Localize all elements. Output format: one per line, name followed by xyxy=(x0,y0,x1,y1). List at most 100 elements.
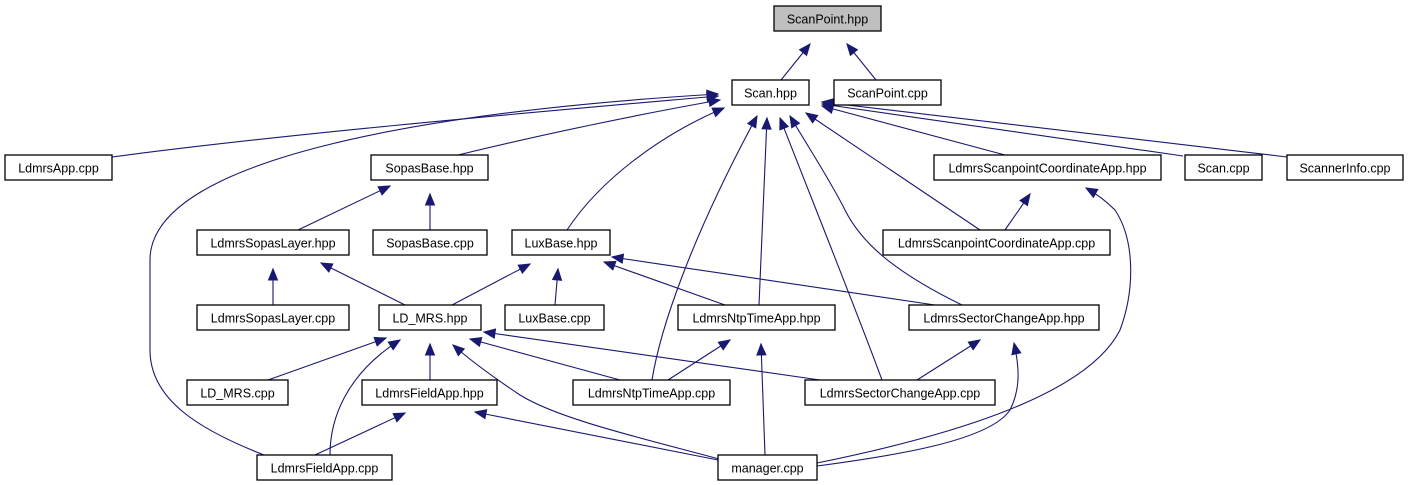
node-manager-cpp[interactable]: manager.cpp xyxy=(717,454,818,481)
node-ldmrsntptimeapp-hpp[interactable]: LdmrsNtpTimeApp.hpp xyxy=(677,304,836,331)
node-box[interactable] xyxy=(731,79,810,106)
arrowhead-icon xyxy=(468,336,483,348)
node-box[interactable] xyxy=(833,79,942,106)
node-box[interactable] xyxy=(372,229,488,256)
edge-line xyxy=(779,117,883,381)
edge-line xyxy=(611,256,936,306)
node-box[interactable] xyxy=(511,229,611,256)
edge-ldmrsapp_cpp-to-scan_hpp xyxy=(111,91,720,158)
edge-line xyxy=(457,99,721,156)
edge-line xyxy=(667,339,731,381)
arrowhead-icon xyxy=(798,42,811,57)
edge-ldmrsscanpointcoord_hpp-to-scan_hpp xyxy=(820,103,1006,156)
node-label: LdmrsSopasLayer.hpp xyxy=(210,237,335,251)
arrowhead-icon xyxy=(820,98,835,109)
node-box[interactable] xyxy=(804,379,996,406)
node-ldmrsscanpointcoord-cpp[interactable]: LdmrsScanpointCoordinateApp.cpp xyxy=(882,229,1111,256)
node-ldmrsscanpointcoord-hpp[interactable]: LdmrsScanpointCoordinateApp.hpp xyxy=(933,154,1162,181)
node-box[interactable] xyxy=(882,229,1111,256)
edge-line xyxy=(760,343,766,456)
arrowhead-icon xyxy=(517,263,532,274)
node-label: LdmrsSectorChangeApp.cpp xyxy=(820,387,981,401)
node-box[interactable] xyxy=(196,304,350,331)
node-ldmrssectorchangeapp-cpp[interactable]: LdmrsSectorChangeApp.cpp xyxy=(804,379,996,406)
arrowhead-icon xyxy=(319,262,334,273)
arrowhead-icon xyxy=(707,96,722,108)
node-ldmrsntptimeapp-cpp[interactable]: LdmrsNtpTimeApp.cpp xyxy=(572,379,731,406)
edge-ldmrssectorchangeapp_cpp-to-scan_hpp xyxy=(779,116,883,381)
node-box[interactable] xyxy=(1184,154,1263,181)
arrowhead-icon xyxy=(377,185,392,196)
node-box[interactable] xyxy=(717,454,818,481)
arrowhead-icon xyxy=(267,267,279,281)
node-ldmrssopaslayer-cpp[interactable]: LdmrsSopasLayer.cpp xyxy=(196,304,350,331)
node-box[interactable] xyxy=(370,154,489,181)
edge-manager_cpp-to-ldmrssectorchangeapp_hpp xyxy=(816,341,1022,467)
node-ld-mrs-cpp[interactable]: LD_MRS.cpp xyxy=(186,379,289,406)
node-luxbase-cpp[interactable]: LuxBase.cpp xyxy=(504,304,605,331)
edge-ldmrssectorchangeapp_cpp-to-ldmrssectorchangeapp_hpp xyxy=(916,339,982,381)
arrowhead-icon xyxy=(387,339,402,351)
node-box[interactable] xyxy=(677,304,836,331)
edge-ldmrsntptimeapp_hpp-to-scan_hpp xyxy=(758,116,772,306)
node-box[interactable] xyxy=(908,304,1100,331)
node-box[interactable] xyxy=(361,379,498,406)
node-label: LuxBase.cpp xyxy=(518,312,590,326)
node-label: SopasBase.cpp xyxy=(386,237,474,251)
edge-line xyxy=(267,337,387,381)
node-box[interactable] xyxy=(572,379,731,406)
edge-sopasbase_cpp-to-sopasbase_hpp xyxy=(424,192,436,230)
node-scan-cpp[interactable]: Scan.cpp xyxy=(1184,154,1263,181)
node-scannerinfo-cpp[interactable]: ScannerInfo.cpp xyxy=(1286,154,1404,181)
edge-ld_mrs_hpp-to-ldmrssopaslayer_hpp xyxy=(319,262,406,306)
node-scan-hpp[interactable]: Scan.hpp xyxy=(731,79,810,106)
arrowhead-icon xyxy=(610,253,625,264)
node-label: ScanPoint.hpp xyxy=(787,13,868,27)
node-box[interactable] xyxy=(504,304,605,331)
node-luxbase-hpp[interactable]: LuxBase.hpp xyxy=(511,229,611,256)
arrowhead-icon xyxy=(804,112,819,124)
node-label: LdmrsScanpointCoordinateApp.cpp xyxy=(898,237,1095,251)
edge-luxbase_cpp-to-luxbase_hpp xyxy=(551,267,563,306)
node-ldmrssectorchangeapp-hpp[interactable]: LdmrsSectorChangeApp.hpp xyxy=(908,304,1100,331)
node-ld-mrs-hpp[interactable]: LD_MRS.hpp xyxy=(378,304,482,331)
node-label: LdmrsScanpointCoordinateApp.hpp xyxy=(948,162,1146,176)
node-sopasbase-cpp[interactable]: SopasBase.cpp xyxy=(372,229,488,256)
edge-line xyxy=(314,412,406,456)
node-box[interactable] xyxy=(4,154,113,181)
edge-line xyxy=(111,95,719,158)
node-ldmrsfieldapp-cpp[interactable]: LdmrsFieldApp.cpp xyxy=(256,454,393,481)
edge-luxbase_hpp-to-scan_hpp xyxy=(566,107,726,231)
edge-line xyxy=(320,262,406,306)
node-label: Scan.cpp xyxy=(1197,162,1249,176)
edge-ldmrsfieldapp_cpp-to-ld_mrs_hpp xyxy=(329,339,402,456)
node-label: LD_MRS.cpp xyxy=(200,387,274,401)
edge-line xyxy=(916,339,981,381)
edge-ldmrsntptimeapp_cpp-to-scan_hpp xyxy=(651,114,758,381)
node-box[interactable] xyxy=(378,304,482,331)
arrowhead-icon xyxy=(602,260,617,271)
node-box[interactable] xyxy=(1286,154,1404,181)
arrowhead-icon xyxy=(1084,187,1099,199)
node-box[interactable] xyxy=(186,379,289,406)
node-box[interactable] xyxy=(933,154,1162,181)
node-ldmrsapp-cpp[interactable]: LdmrsApp.cpp xyxy=(4,154,113,181)
node-label: LdmrsApp.cpp xyxy=(18,162,99,176)
edge-ldmrsfieldapp_cpp-to-scan_hpp xyxy=(149,89,720,456)
edge-line xyxy=(149,93,719,456)
arrowhead-icon xyxy=(779,116,790,131)
node-ldmrsfieldapp-hpp[interactable]: LdmrsFieldApp.hpp xyxy=(361,379,498,406)
arrowhead-icon xyxy=(711,107,726,118)
arrowhead-icon xyxy=(789,114,801,129)
node-scanpoint-cpp[interactable]: ScanPoint.cpp xyxy=(833,79,942,106)
node-box[interactable] xyxy=(256,454,393,481)
edge-line xyxy=(469,338,621,381)
node-ldmrssopaslayer-hpp[interactable]: LdmrsSopasLayer.hpp xyxy=(196,229,350,256)
edge-ldmrssectorchangeapp_hpp-to-scan_hpp xyxy=(789,114,963,306)
node-box[interactable] xyxy=(196,229,350,256)
edge-line xyxy=(816,342,1019,467)
node-label: manager.cpp xyxy=(731,462,803,476)
node-sopasbase-hpp[interactable]: SopasBase.hpp xyxy=(370,154,489,181)
edges-layer xyxy=(111,42,1288,467)
